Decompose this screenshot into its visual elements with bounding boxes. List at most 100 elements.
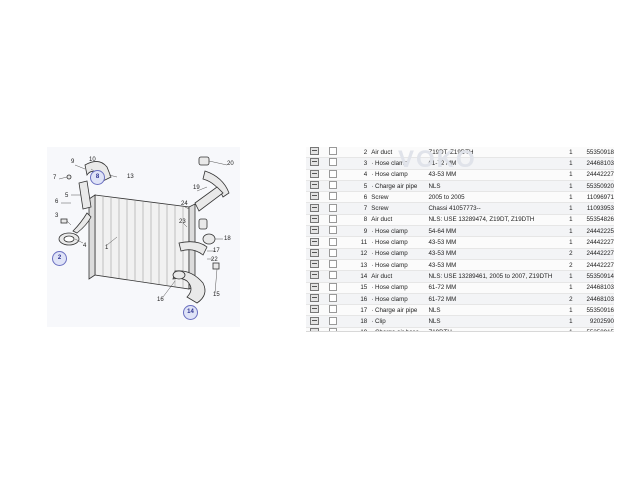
details-icon[interactable] <box>310 192 319 201</box>
checkbox-icon[interactable] <box>329 192 338 201</box>
details-button[interactable] <box>306 293 330 306</box>
details-button[interactable] <box>306 236 330 249</box>
checkbox-icon[interactable] <box>329 282 338 291</box>
details-icon[interactable] <box>310 327 319 331</box>
checkbox-icon[interactable] <box>329 203 338 212</box>
details-icon[interactable] <box>310 158 319 167</box>
select-checkbox[interactable] <box>329 202 347 215</box>
callout-7[interactable]: 7 <box>53 175 57 181</box>
details-icon[interactable] <box>310 169 319 178</box>
callout-2[interactable]: 2 <box>52 251 67 266</box>
callout-17[interactable]: 17 <box>213 248 220 254</box>
details-icon[interactable] <box>310 294 319 302</box>
checkbox-icon[interactable] <box>329 181 338 190</box>
checkbox-icon[interactable] <box>329 169 338 178</box>
checkbox-icon[interactable] <box>329 158 338 167</box>
checkbox-icon[interactable] <box>329 214 338 223</box>
select-checkbox[interactable] <box>329 157 347 170</box>
details-button[interactable] <box>306 259 330 272</box>
details-icon[interactable] <box>310 147 319 156</box>
details-icon[interactable] <box>310 271 319 280</box>
select-checkbox[interactable] <box>329 169 347 181</box>
select-checkbox[interactable] <box>329 225 347 238</box>
callout-19[interactable]: 19 <box>193 185 200 191</box>
details-icon[interactable] <box>310 305 319 314</box>
details-button[interactable] <box>306 202 330 215</box>
details-button[interactable] <box>306 147 330 159</box>
select-checkbox[interactable] <box>329 248 347 260</box>
details-icon[interactable] <box>310 237 319 246</box>
checkbox-icon[interactable] <box>329 237 338 246</box>
select-checkbox[interactable] <box>329 236 347 249</box>
callout-23[interactable]: 23 <box>179 219 186 225</box>
select-checkbox[interactable] <box>329 214 347 227</box>
details-icon[interactable] <box>310 203 319 212</box>
details-icon[interactable] <box>310 214 319 223</box>
callout-18[interactable]: 18 <box>224 236 231 242</box>
select-checkbox[interactable] <box>329 180 347 193</box>
callout-4[interactable]: 4 <box>83 243 87 249</box>
checkbox-icon[interactable] <box>329 248 338 257</box>
details-button[interactable] <box>306 225 330 238</box>
details-button[interactable] <box>306 169 330 181</box>
details-button[interactable] <box>306 315 330 328</box>
select-checkbox[interactable] <box>329 270 347 283</box>
callout-14[interactable]: 14 <box>183 305 198 320</box>
callout-24[interactable]: 24 <box>181 201 188 207</box>
details-icon[interactable] <box>310 260 319 269</box>
callout-3[interactable]: 3 <box>55 213 59 219</box>
callout-22[interactable]: 22 <box>211 257 218 263</box>
checkbox-icon[interactable] <box>329 316 338 325</box>
select-checkbox[interactable] <box>329 282 347 294</box>
details-icon[interactable] <box>310 226 319 235</box>
select-checkbox[interactable] <box>329 327 347 331</box>
checkbox-icon[interactable] <box>329 327 338 331</box>
details-button[interactable] <box>306 248 330 260</box>
table-row[interactable]: 19· Charge air hoseZ19DTH155350915 <box>306 327 614 331</box>
details-icon[interactable] <box>310 282 319 291</box>
select-checkbox[interactable] <box>329 304 347 317</box>
select-checkbox[interactable] <box>329 315 347 328</box>
callout-20[interactable]: 20 <box>227 161 234 167</box>
details-icon[interactable] <box>310 316 319 325</box>
callout-9[interactable]: 9 <box>71 159 75 165</box>
checkbox-icon[interactable] <box>329 147 338 156</box>
checkbox-icon[interactable] <box>329 294 338 302</box>
details-button[interactable] <box>306 157 330 170</box>
details-button[interactable] <box>306 304 330 317</box>
details-icon[interactable] <box>310 181 319 190</box>
details-button[interactable] <box>306 270 330 283</box>
checkbox-icon[interactable] <box>329 226 338 235</box>
select-checkbox[interactable] <box>329 293 347 306</box>
checkbox-icon[interactable] <box>329 305 338 314</box>
details-button[interactable] <box>306 191 330 204</box>
details-button[interactable] <box>306 180 330 193</box>
select-checkbox[interactable] <box>329 147 347 159</box>
details-button[interactable] <box>306 214 330 227</box>
checkbox-icon[interactable] <box>329 260 338 269</box>
callout-13[interactable]: 13 <box>127 174 134 180</box>
callout-6[interactable]: 6 <box>55 199 59 205</box>
callout-1[interactable]: 1 <box>105 245 109 251</box>
checkbox-icon[interactable] <box>329 271 338 280</box>
callout-15[interactable]: 15 <box>213 292 220 298</box>
details-button[interactable] <box>306 282 330 294</box>
details-button[interactable] <box>306 327 330 331</box>
callout-8[interactable]: 8 <box>90 170 105 185</box>
